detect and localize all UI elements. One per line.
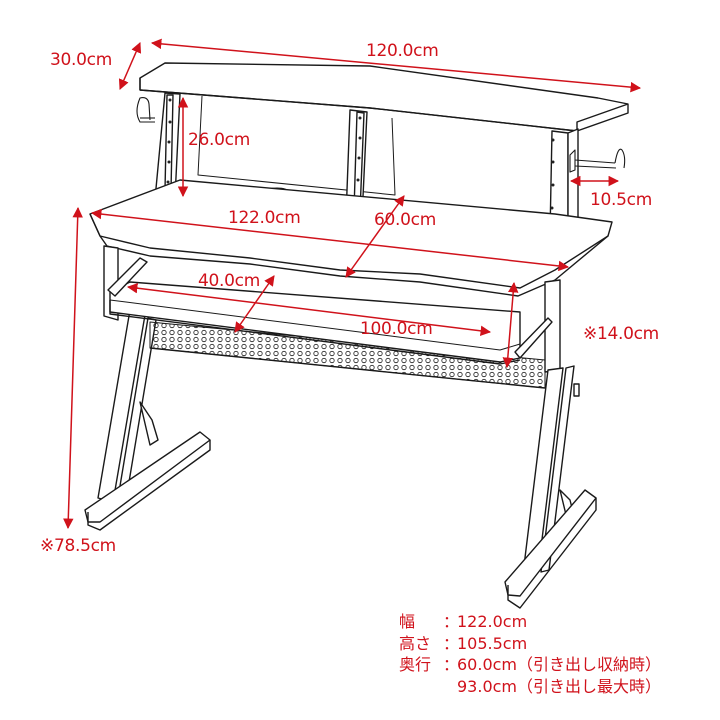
shelf-back-panel	[197, 95, 396, 196]
top-shelf	[139, 62, 629, 132]
spec-height: 高さ ： 105.5cm	[399, 633, 661, 655]
dim-line-desk-width	[90, 208, 570, 272]
dim-desk-depth: 60.0cm	[374, 210, 436, 230]
spec-width-key: 幅	[399, 612, 416, 631]
spec-height-value: 105.5cm	[457, 633, 528, 653]
spec-width: 幅 ： 122.0cm	[399, 611, 661, 633]
desk-structure	[84, 62, 629, 609]
spec-depth-value-closed: 60.0cm（引き出し収納時）	[457, 655, 662, 674]
dim-line-drawer-width	[126, 282, 492, 337]
dim-line-desk-height	[63, 206, 83, 530]
dim-drawer-depth: 40.0cm	[198, 271, 260, 291]
spec-depth-colon: ：	[443, 655, 460, 674]
dim-line-top-shelf-depth	[118, 42, 142, 90]
left-leg	[84, 245, 211, 531]
shelf-uprights	[154, 92, 579, 235]
dim-top-shelf-depth: 30.0cm	[50, 50, 112, 70]
main-desktop	[89, 179, 613, 297]
dim-line-desk-depth	[345, 195, 405, 278]
headphone-hooks	[136, 97, 626, 173]
dim-desk-width: 122.0cm	[228, 208, 301, 228]
spec-depth-key: 奥行	[399, 655, 432, 674]
dim-drawer-clearance: ※14.0cm	[583, 324, 659, 344]
spec-height-key: 高さ	[399, 633, 432, 653]
spec-height-colon: ：	[443, 633, 460, 653]
spec-depth-open: 93.0cm（引き出し最大時）	[399, 676, 661, 698]
spec-depth: 奥行 ： 60.0cm（引き出し収納時）	[399, 654, 661, 676]
spec-indent	[399, 676, 457, 698]
dim-shelf-height: 26.0cm	[188, 130, 250, 150]
dimension-lines	[63, 38, 642, 530]
spec-depth-value-open: 93.0cm（引き出し最大時）	[457, 676, 662, 696]
dim-line-drawer-clearance	[502, 281, 519, 369]
dim-drawer-width: 100.0cm	[360, 319, 433, 339]
dim-desk-height: ※78.5cm	[40, 536, 116, 556]
spec-width-colon: ：	[443, 612, 460, 631]
dim-top-shelf-width: 120.0cm	[366, 41, 439, 61]
dim-line-top-shelf-width	[150, 38, 642, 93]
right-leg	[504, 279, 597, 609]
dim-hook-length: 10.5cm	[590, 190, 652, 210]
spec-width-value: 122.0cm	[457, 612, 528, 631]
spec-list: 幅 ： 122.0cm 高さ ： 105.5cm 奥行 ： 60.0cm（引き出…	[399, 611, 661, 697]
